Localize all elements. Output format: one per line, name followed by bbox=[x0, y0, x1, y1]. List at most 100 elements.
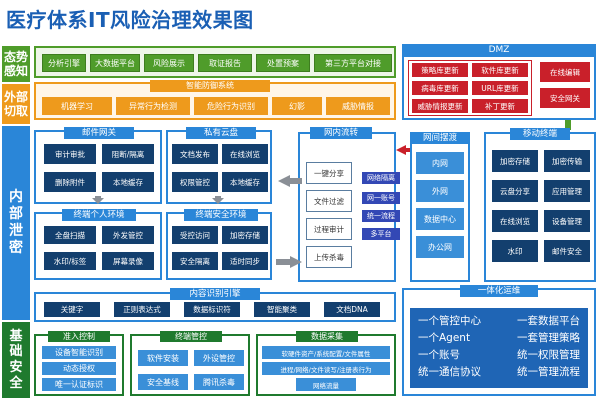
data-collect-item-1[interactable]: 进程/网络/文件读写/注册表行为 bbox=[262, 362, 390, 375]
unified-0-1: 一套数据平台 bbox=[517, 315, 580, 327]
private-cloud-item-3[interactable]: 本地缓存 bbox=[222, 172, 268, 192]
private-cloud-item-1[interactable]: 在线浏览 bbox=[222, 144, 268, 164]
dmz-item-1[interactable]: 软件库更新 bbox=[472, 63, 528, 77]
data-collect-item-2[interactable]: 网络流量 bbox=[296, 378, 356, 391]
access-control-item-0[interactable]: 设备智能识别 bbox=[42, 346, 116, 359]
net-isolation-header: 网间摆渡 bbox=[412, 132, 468, 144]
unified-2-0: 一个账号 bbox=[418, 349, 460, 361]
arrow-down-mail bbox=[92, 196, 104, 204]
mobile-item-5[interactable]: 设备管理 bbox=[544, 210, 590, 232]
dmz-item-5[interactable]: 补丁更新 bbox=[472, 99, 528, 113]
data-collect-item-0[interactable]: 软硬件资产/系统配置/文件属性 bbox=[262, 346, 390, 359]
content-engine-header: 内容识别引擎 bbox=[170, 288, 260, 300]
terminal-mgmt-item-2[interactable]: 安全基线 bbox=[138, 374, 188, 390]
arrow-right-bottom bbox=[276, 256, 302, 268]
dmz-side-0[interactable]: 在线编辑 bbox=[540, 62, 590, 82]
smart-defense-item-4[interactable]: 威胁情报 bbox=[326, 97, 390, 115]
net-isolation-item-2[interactable]: 数据中心 bbox=[416, 208, 464, 230]
access-control-header: 准入控制 bbox=[48, 331, 110, 342]
arrow-down-cloud bbox=[212, 196, 224, 204]
net-isolation-item-1[interactable]: 外网 bbox=[416, 180, 464, 202]
mobile-item-4[interactable]: 在线浏览 bbox=[492, 210, 538, 232]
personal-env-item-1[interactable]: 外发管控 bbox=[102, 226, 154, 244]
terminal-env-item-0[interactable]: 受控访问 bbox=[172, 226, 218, 244]
unified-header: 一体化运维 bbox=[460, 285, 538, 297]
intranet-flow-item-3[interactable]: 上传杀毒 bbox=[306, 246, 352, 268]
personal-env-item-3[interactable]: 屏幕录像 bbox=[102, 252, 154, 270]
personal-env-item-2[interactable]: 水印/标签 bbox=[44, 252, 96, 270]
content-engine-item-2[interactable]: 数据标识符 bbox=[184, 302, 240, 317]
private-cloud-header: 私有云盘 bbox=[186, 127, 256, 139]
mail-gateway-item-0[interactable]: 审计审批 bbox=[44, 144, 96, 164]
transfer-tag-0: 网络隔离 bbox=[362, 172, 400, 184]
terminal-mgmt-item-3[interactable]: 腾讯杀毒 bbox=[194, 374, 244, 390]
row-label-outer: 外部 切取 bbox=[2, 84, 30, 124]
row-label-base: 基 础 安 全 bbox=[2, 322, 30, 398]
net-isolation-item-0[interactable]: 内网 bbox=[416, 152, 464, 174]
situation-item-2[interactable]: 风险展示 bbox=[144, 54, 194, 72]
smart-defense-item-2[interactable]: 危险行为识别 bbox=[194, 97, 268, 115]
content-engine-item-1[interactable]: 正则表达式 bbox=[114, 302, 170, 317]
situation-item-0[interactable]: 分析引擎 bbox=[42, 54, 86, 72]
mail-gateway-header: 邮件网关 bbox=[64, 127, 134, 139]
terminal-mgmt-item-0[interactable]: 软件安装 bbox=[138, 350, 188, 366]
mobile-item-6[interactable]: 水印 bbox=[492, 240, 538, 262]
dmz-item-2[interactable]: 病毒库更新 bbox=[412, 81, 468, 95]
mobile-item-7[interactable]: 邮件安全 bbox=[544, 240, 590, 262]
mobile-item-1[interactable]: 加密传输 bbox=[544, 150, 590, 172]
mail-gateway-item-2[interactable]: 删除附件 bbox=[44, 172, 96, 192]
dmz-update-box bbox=[408, 60, 532, 116]
smart-defense-item-3[interactable]: 幻影 bbox=[272, 97, 322, 115]
dmz-side-1[interactable]: 安全网关 bbox=[540, 88, 590, 108]
situation-item-3[interactable]: 取证报告 bbox=[198, 54, 252, 72]
dmz-item-4[interactable]: 威胁情报更新 bbox=[412, 99, 468, 113]
row-label-inner: 内 部 泄 密 bbox=[2, 126, 30, 320]
intranet-flow-item-0[interactable]: 一键分享 bbox=[306, 162, 352, 184]
row-label-situation: 态势 感知 bbox=[2, 46, 30, 82]
terminal-env-item-1[interactable]: 加密存储 bbox=[222, 226, 268, 244]
situation-item-4[interactable]: 处置预案 bbox=[256, 54, 310, 72]
intranet-flow-item-1[interactable]: 文件过滤 bbox=[306, 190, 352, 212]
data-collect-header: 数据采集 bbox=[296, 331, 358, 342]
private-cloud-item-2[interactable]: 权限管控 bbox=[172, 172, 218, 192]
dmz-item-0[interactable]: 策略库更新 bbox=[412, 63, 468, 77]
mobile-item-2[interactable]: 云盘分享 bbox=[492, 180, 538, 202]
mail-gateway-item-1[interactable]: 阻断/隔离 bbox=[102, 144, 154, 164]
unified-3-0: 统一通信协议 bbox=[418, 366, 481, 378]
terminal-mgmt-item-1[interactable]: 外设管控 bbox=[194, 350, 244, 366]
content-engine-item-4[interactable]: 文档DNA bbox=[324, 302, 380, 317]
mobile-header: 移动终端 bbox=[510, 128, 570, 140]
transfer-tag-2: 统一流程 bbox=[362, 210, 400, 222]
content-engine-item-0[interactable]: 关键字 bbox=[44, 302, 100, 317]
smart-defense-item-1[interactable]: 异常行为检测 bbox=[116, 97, 190, 115]
dmz-header: DMZ bbox=[404, 44, 594, 57]
unified-3-1: 统一管理流程 bbox=[517, 366, 580, 378]
dmz-item-3[interactable]: URL库更新 bbox=[472, 81, 528, 95]
unified-2-1: 统一权限管理 bbox=[517, 349, 580, 361]
net-isolation-item-3[interactable]: 办公网 bbox=[416, 236, 464, 258]
arrow-left-top bbox=[278, 175, 302, 187]
private-cloud-item-0[interactable]: 文档发布 bbox=[172, 144, 218, 164]
terminal-mgmt-header: 终端管控 bbox=[160, 331, 222, 342]
personal-env-item-0[interactable]: 全盘扫描 bbox=[44, 226, 96, 244]
mobile-item-3[interactable]: 应用管理 bbox=[544, 180, 590, 202]
content-engine-item-3[interactable]: 智能聚类 bbox=[254, 302, 310, 317]
personal-env-header: 终端个人环境 bbox=[62, 209, 136, 221]
access-control-item-2[interactable]: 唯一认证标识 bbox=[42, 378, 116, 391]
terminal-env-item-3[interactable]: 适时同步 bbox=[222, 252, 268, 270]
unified-1-1: 一套管理策略 bbox=[517, 332, 580, 344]
terminal-env-item-2[interactable]: 安全隔离 bbox=[172, 252, 218, 270]
mail-gateway-item-3[interactable]: 本地缓存 bbox=[102, 172, 154, 192]
mobile-item-0[interactable]: 加密存储 bbox=[492, 150, 538, 172]
smart-defense-header: 智能防御系统 bbox=[150, 80, 270, 92]
intranet-flow-item-2[interactable]: 过程审计 bbox=[306, 218, 352, 240]
situation-item-1[interactable]: 大数据平台 bbox=[90, 54, 140, 72]
unified-0-0: 一个管控中心 bbox=[418, 315, 481, 327]
access-control-item-1[interactable]: 动态授权 bbox=[42, 362, 116, 375]
situation-item-5[interactable]: 第三方平台对接 bbox=[314, 54, 392, 72]
smart-defense-item-0[interactable]: 机器学习 bbox=[42, 97, 112, 115]
terminal-env-header: 终端安全环境 bbox=[184, 209, 258, 221]
intranet-flow-header: 网内流转 bbox=[310, 127, 372, 139]
